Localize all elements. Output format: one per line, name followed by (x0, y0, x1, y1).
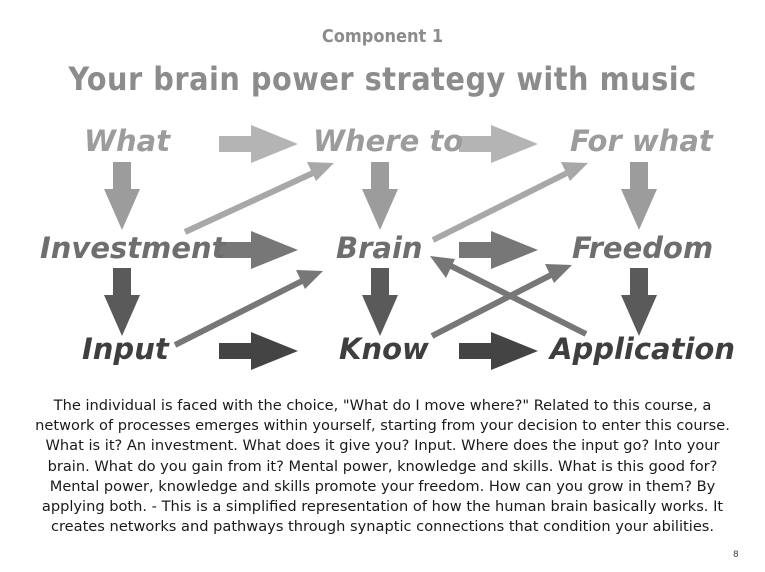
description-text: The individual is faced with the choice,… (35, 397, 730, 536)
node-input: Input (82, 332, 169, 366)
node-freedom: Freedom (572, 231, 714, 265)
arrow-what-to-where (219, 125, 298, 163)
arrow-investment-to-input (104, 268, 140, 336)
arrow-investment-to-where (183, 162, 334, 235)
node-brain: Brain (336, 231, 423, 265)
arrow-input-to-brain (173, 270, 323, 348)
node-for-what: For what (570, 124, 713, 158)
arrow-what-to-investment (104, 162, 140, 230)
arrow-brain-to-know (362, 268, 398, 336)
page-number: 8 (733, 550, 739, 560)
arrow-application-to-brain (430, 256, 588, 337)
flow-diagram (104, 125, 657, 370)
node-know: Know (339, 332, 429, 366)
arrow-where-to-brain (362, 162, 398, 230)
arrow-input-to-know (219, 332, 298, 370)
arrow-forwhat-to-freedom (621, 162, 657, 230)
arrow-brain-to-forwhat (431, 162, 588, 243)
arrow-freedom-to-application (621, 268, 657, 336)
node-application: Application (550, 332, 735, 366)
arrow-know-to-freedom (430, 264, 572, 339)
arrow-investment-to-brain (219, 231, 298, 269)
component-label: Component 1 (321, 26, 444, 47)
node-what: What (84, 124, 171, 158)
node-investment: Investment (40, 231, 226, 265)
page-title: Your brain power strategy with music (68, 60, 697, 98)
node-where-to: Where to (313, 124, 464, 158)
arrow-know-to-application (459, 332, 538, 370)
arrow-where-to-forwhat (459, 125, 538, 163)
arrow-brain-to-freedom (459, 231, 538, 269)
